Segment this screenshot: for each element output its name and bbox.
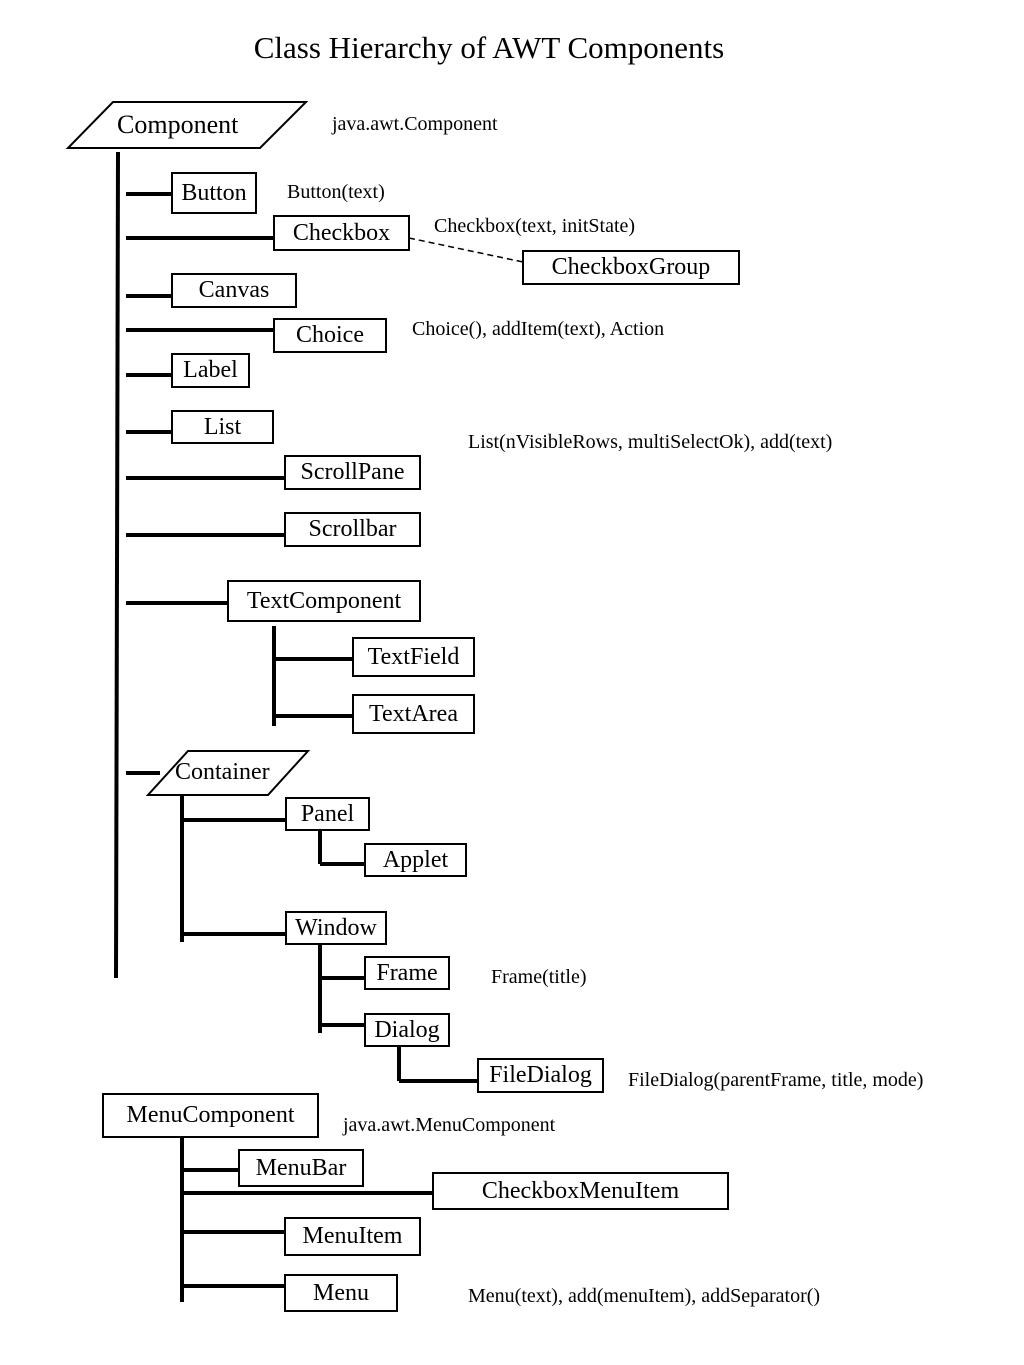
canvas-class-box: Canvas [171,273,297,308]
list-class-box: List [171,410,274,444]
file-dialog-constructor-note: FileDialog(parentFrame, title, mode) [628,1069,924,1091]
diagram-title: Class Hierarchy of AWT Components [253,30,725,65]
menu-methods-note: Menu(text), add(menuItem), addSeparator(… [468,1285,821,1307]
checkbox-class-box: Checkbox [273,215,410,251]
label-class-box: Label [171,353,250,388]
scroll-pane-class-box: ScrollPane [284,455,421,490]
file-dialog-class-box: FileDialog [477,1058,604,1093]
menu-class-box: Menu [284,1274,398,1312]
menu-item-class-box: MenuItem [284,1217,421,1256]
text-component-class-box: TextComponent [227,580,421,622]
checkbox-group-dashed-link [408,237,524,263]
container-parallelogram [145,750,311,796]
frame-constructor-note: Frame(title) [491,966,587,988]
choice-class-box: Choice [273,318,387,353]
dialog-class-box: Dialog [364,1013,450,1047]
panel-class-box: Panel [285,797,370,831]
button-constructor-note: Button(text) [287,181,385,203]
container-root-label: Container [175,759,270,785]
choice-methods-note: Choice(), addItem(text), Action [412,318,665,340]
component-note: java.awt.Component [332,113,498,135]
window-class-box: Window [285,911,387,945]
checkbox-group-class-box: CheckboxGroup [522,250,740,285]
text-field-class-box: TextField [352,637,475,677]
checkbox-constructor-note: Checkbox(text, initState) [434,215,636,237]
frame-class-box: Frame [364,956,450,990]
menu-component-note: java.awt.MenuComponent [343,1114,556,1136]
checkbox-menu-item-class-box: CheckboxMenuItem [432,1172,729,1210]
text-area-class-box: TextArea [352,694,475,734]
applet-class-box: Applet [364,843,467,877]
component-root-label: Component [117,110,239,139]
list-methods-note: List(nVisibleRows, multiSelectOk), add(t… [468,431,833,453]
component-parallelogram [65,101,309,149]
menu-component-class-box: MenuComponent [102,1093,319,1138]
scrollbar-class-box: Scrollbar [284,512,421,547]
button-class-box: Button [171,172,257,214]
menu-bar-class-box: MenuBar [238,1149,364,1187]
